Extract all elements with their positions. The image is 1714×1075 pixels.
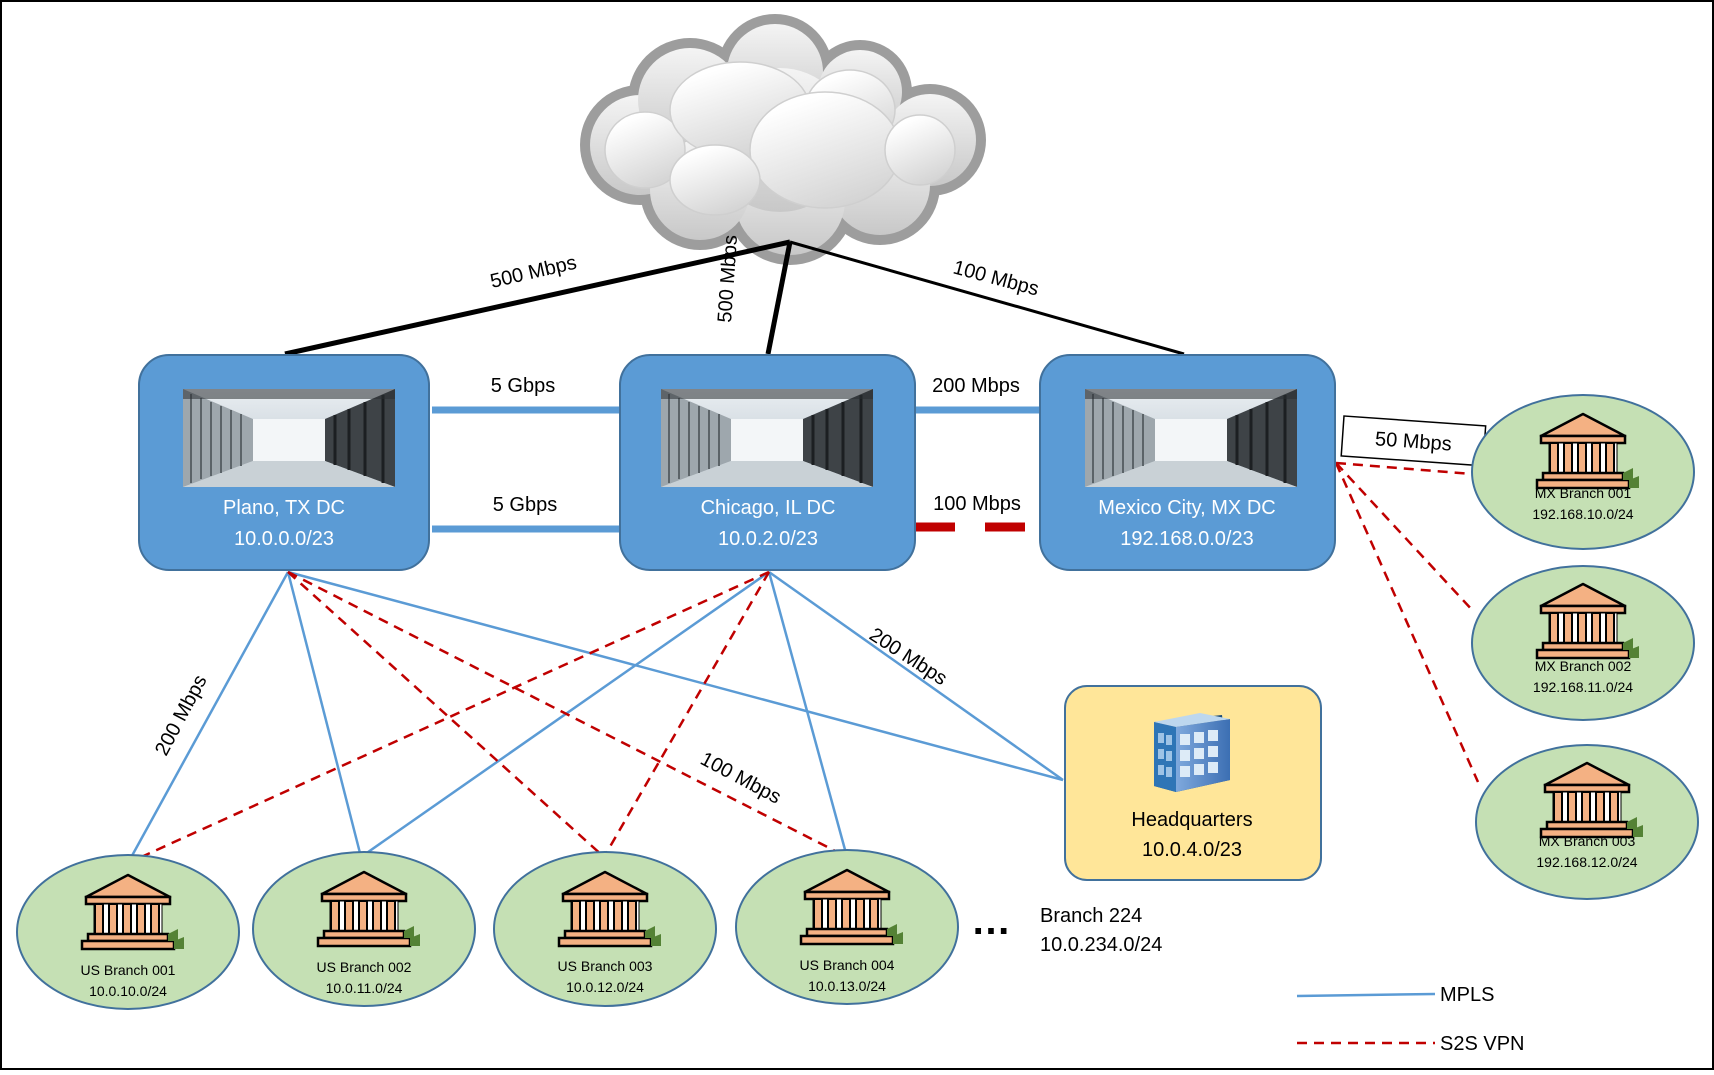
legend: MPLS S2S VPN xyxy=(1296,984,1524,1055)
hq-name: Headquarters xyxy=(1131,809,1252,831)
mpls-chicago-us004 xyxy=(767,571,849,858)
us-branch-003[interactable]: US Branch 003 10.0.12.0/24 xyxy=(493,851,717,1007)
link-label-mexico-branches: 50 Mbps xyxy=(1374,428,1452,455)
datacenter-plano[interactable]: Plano, TX DC 10.0.0.0/23 xyxy=(138,354,430,571)
vpn-chicago-us001 xyxy=(127,570,770,865)
mx-branch-001[interactable]: MX Branch 001 192.168.10.0/24 xyxy=(1471,394,1695,550)
dc-name: Plano, TX DC xyxy=(223,497,345,519)
mpls-plano-us002 xyxy=(286,571,363,858)
server-room-image xyxy=(659,387,875,489)
internet-link-plano xyxy=(284,239,791,357)
branch-name: US Branch 001 xyxy=(81,962,176,978)
server-room-image xyxy=(181,387,397,489)
datacenter-mexico[interactable]: Mexico City, MX DC 192.168.0.0/23 xyxy=(1039,354,1336,571)
branch-subnet: 10.0.12.0/24 xyxy=(566,979,644,995)
dc-subnet: 10.0.0.0/23 xyxy=(234,528,334,550)
branch-subnet: 10.0.10.0/24 xyxy=(89,983,167,999)
us-branch-004[interactable]: US Branch 004 10.0.13.0/24 xyxy=(735,849,959,1005)
office-building-icon xyxy=(1154,713,1230,792)
branch-name: MX Branch 002 xyxy=(1535,658,1632,674)
dc-subnet: 192.168.0.0/23 xyxy=(1120,528,1253,550)
dc-name: Chicago, IL DC xyxy=(701,497,836,519)
internet-links xyxy=(284,239,1185,357)
hq-subnet: 10.0.4.0/23 xyxy=(1142,839,1242,861)
link-label-box-mexico-branches: 50 Mbps xyxy=(1340,415,1487,467)
branch-name: US Branch 004 xyxy=(800,957,895,973)
headquarters[interactable]: Headquarters 10.0.4.0/23 xyxy=(1064,685,1322,881)
internet-link-mexico xyxy=(789,240,1185,356)
branch-name: MX Branch 003 xyxy=(1539,833,1636,849)
us-branch-002[interactable]: US Branch 002 10.0.11.0/24 xyxy=(252,851,476,1007)
legend-vpn-label: S2S VPN xyxy=(1440,1033,1524,1055)
mpls-links xyxy=(126,570,1064,864)
branch-224-name: Branch 224 xyxy=(1040,905,1142,927)
branch-subnet: 10.0.13.0/24 xyxy=(808,978,886,994)
mx-branch-003[interactable]: MX Branch 003 192.168.12.0/24 xyxy=(1475,744,1699,900)
vpn-links xyxy=(127,461,1480,865)
dc-name: Mexico City, MX DC xyxy=(1098,497,1275,519)
vpn-plano-us003 xyxy=(287,571,605,858)
legend-mpls-swatch xyxy=(1296,992,1436,998)
branch-subnet: 192.168.12.0/24 xyxy=(1536,854,1637,870)
mpls-plano-us001 xyxy=(126,571,290,864)
more-branches-ellipsis: … xyxy=(971,899,1011,943)
branch-name: US Branch 002 xyxy=(317,959,412,975)
vpn-plano-us004 xyxy=(287,570,848,859)
mpls-plano-hq xyxy=(287,570,1064,782)
internet-link-chicago xyxy=(765,241,793,355)
link-label-chicago-mexico-mpls: 200 Mbps xyxy=(932,375,1020,397)
branch-subnet: 192.168.11.0/24 xyxy=(1533,679,1633,695)
branch-subnet: 10.0.11.0/24 xyxy=(326,980,403,996)
link-label-chicago-mexico-vpn: 100 Mbps xyxy=(933,493,1021,515)
link-label-plano-chicago-1: 5 Gbps xyxy=(491,375,555,397)
legend-mpls-label: MPLS xyxy=(1440,984,1494,1006)
branch-224-subnet: 10.0.234.0/24 xyxy=(1040,934,1162,956)
branch-name: MX Branch 001 xyxy=(1535,485,1632,501)
vpn-mexico-mx001 xyxy=(1335,461,1473,476)
mpls-chicago-hq xyxy=(768,570,1064,782)
vpn-mexico-mx003 xyxy=(1334,462,1480,783)
branch-subnet: 192.168.10.0/24 xyxy=(1532,506,1633,522)
link-label-plano-chicago-2: 5 Gbps xyxy=(493,494,557,516)
datacenter-chicago[interactable]: Chicago, IL DC 10.0.2.0/23 xyxy=(619,354,916,571)
us-branch-001[interactable]: US Branch 001 10.0.10.0/24 xyxy=(16,854,240,1010)
mx-branch-002[interactable]: MX Branch 002 192.168.11.0/24 xyxy=(1471,565,1695,721)
branch-name: US Branch 003 xyxy=(558,958,653,974)
internet-cloud-icon xyxy=(580,14,986,265)
dc-subnet: 10.0.2.0/23 xyxy=(718,528,818,550)
vpn-chicago-us003 xyxy=(602,571,771,858)
server-room-image xyxy=(1083,387,1299,489)
mpls-dc-links xyxy=(432,406,1040,533)
